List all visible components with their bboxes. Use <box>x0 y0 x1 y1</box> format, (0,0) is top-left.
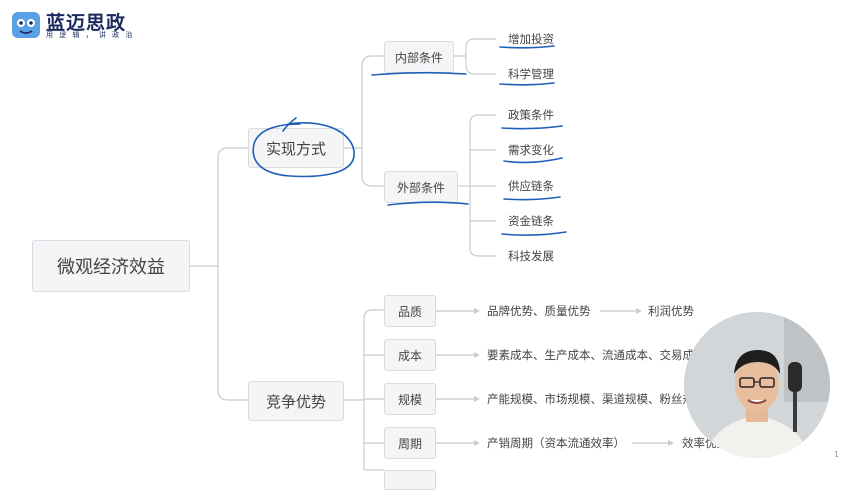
microphone-icon <box>788 362 802 392</box>
webcam-overlay <box>684 312 830 458</box>
page-number: 1 <box>834 450 839 459</box>
circle-annotation <box>253 123 354 177</box>
